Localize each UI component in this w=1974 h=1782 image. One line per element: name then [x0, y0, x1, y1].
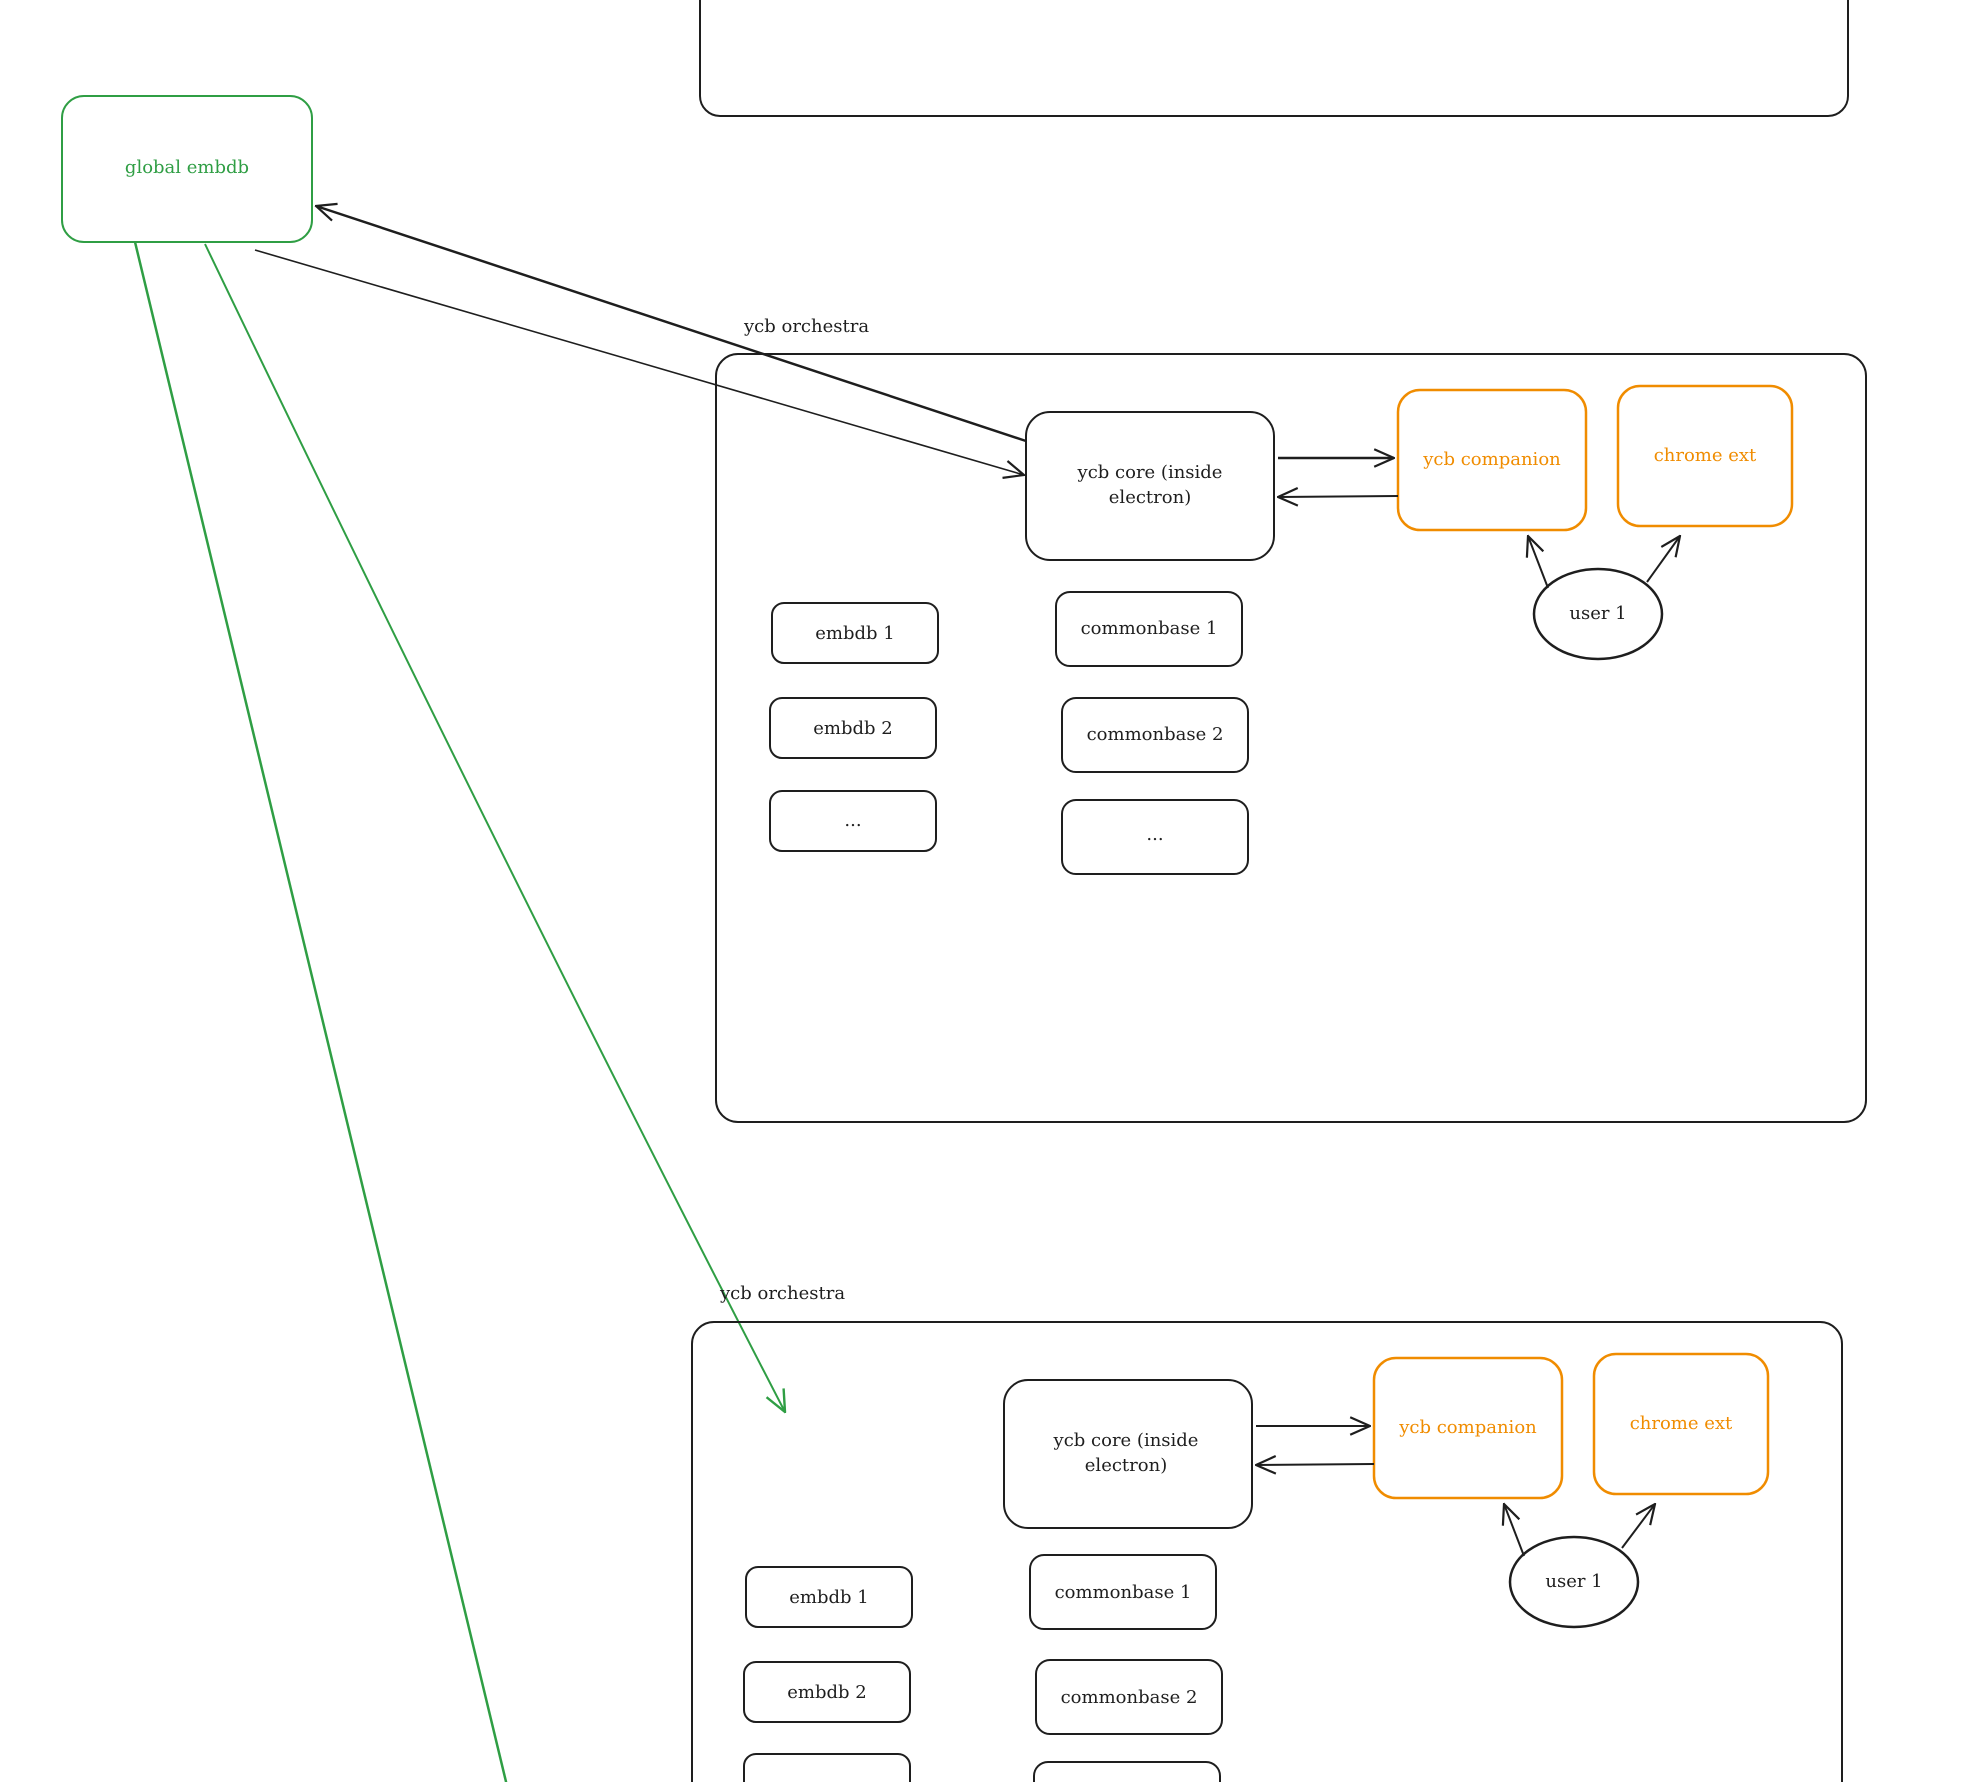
commonbase-node[interactable]: commonbase 1 — [1029, 1554, 1217, 1630]
embdb-node[interactable]: embdb 2 — [769, 697, 937, 759]
global-embdb-label: global embdb — [125, 157, 249, 178]
core-to-global-arrow — [316, 206, 1027, 443]
commonbase-label: commonbase 2 — [1061, 1687, 1198, 1708]
user-label: user 1 — [1569, 603, 1626, 624]
ycb-companion-label: ycb companion — [1422, 449, 1561, 470]
companion-to-core-arrow — [1256, 1464, 1375, 1465]
commonbase-node[interactable]: commonbase 2 — [1061, 697, 1249, 773]
global-to-bottom-group-line — [133, 241, 508, 1782]
orchestra-group-1: ycb orchestra ycb core (inside electron)… — [715, 316, 1867, 1123]
embdb-node[interactable]: embdb 2 — [743, 1661, 911, 1723]
orchestra-frame — [691, 1321, 1843, 1782]
commonbase-label: ... — [1146, 824, 1163, 845]
global-to-orchestra-2-arrow — [204, 243, 785, 1412]
embdb-node[interactable]: embdb 1 — [745, 1566, 913, 1628]
ycb-core-label-line2: electron) — [1109, 487, 1191, 508]
companion-to-core-arrow — [1278, 496, 1399, 497]
user-node[interactable]: user 1 — [1508, 1535, 1640, 1629]
embdb-node[interactable]: embdb 1 — [771, 602, 939, 664]
embdb-label: embdb 2 — [813, 718, 892, 739]
embdb-node[interactable]: ... — [769, 790, 937, 852]
ycb-companion-label: ycb companion — [1398, 1417, 1537, 1438]
orchestra-title: ycb orchestra — [719, 1283, 845, 1304]
user-label: user 1 — [1545, 1571, 1602, 1592]
user-to-companion-arrow — [1528, 536, 1549, 589]
ycb-core-node[interactable]: ycb core (inside electron) — [1003, 1379, 1253, 1529]
orchestra-group-2: ycb orchestra ycb core (inside electron)… — [691, 1283, 1843, 1782]
orchestra-title: ycb orchestra — [743, 316, 869, 337]
commonbase-label: commonbase 2 — [1087, 724, 1224, 745]
commonbase-node[interactable]: commonbase 1 — [1055, 591, 1243, 667]
embdb-label: ... — [818, 1773, 835, 1782]
chrome-ext-label: chrome ext — [1630, 1413, 1733, 1434]
commonbase-node[interactable]: commonbase 2 — [1035, 1659, 1223, 1735]
ycb-core-node[interactable]: ycb core (inside electron) — [1025, 411, 1275, 561]
commonbase-label: commonbase 1 — [1081, 618, 1218, 639]
ycb-companion-node[interactable]: ycb companion — [1396, 388, 1588, 532]
user-to-companion-arrow — [1504, 1504, 1525, 1557]
commonbase-node[interactable]: ... — [1061, 799, 1249, 875]
ycb-companion-node[interactable]: ycb companion — [1372, 1356, 1564, 1500]
top-partial-frame — [699, 0, 1849, 117]
ycb-core-label-line1: ycb core (inside — [1077, 462, 1223, 483]
chrome-ext-label: chrome ext — [1654, 445, 1757, 466]
orchestra-frame — [715, 353, 1867, 1123]
embdb-label: embdb 2 — [787, 1682, 866, 1703]
embdb-label: embdb 1 — [815, 623, 894, 644]
embdb-label: ... — [844, 810, 861, 831]
embdb-label: embdb 1 — [789, 1587, 868, 1608]
ycb-core-label-line1: ycb core (inside — [1053, 1430, 1199, 1451]
chrome-ext-node[interactable]: chrome ext — [1592, 1352, 1770, 1496]
commonbase-label: commonbase 1 — [1055, 1582, 1192, 1603]
embdb-node[interactable]: ... — [743, 1753, 911, 1782]
global-embdb-node[interactable]: global embdb — [61, 95, 313, 243]
ycb-core-label-line2: electron) — [1085, 1455, 1167, 1476]
user-node[interactable]: user 1 — [1532, 567, 1664, 661]
user-to-chrome-arrow — [1646, 536, 1680, 583]
user-to-chrome-arrow — [1621, 1504, 1655, 1549]
commonbase-node[interactable] — [1033, 1761, 1221, 1782]
chrome-ext-node[interactable]: chrome ext — [1616, 384, 1794, 528]
global-to-core-arrow — [254, 249, 1024, 475]
